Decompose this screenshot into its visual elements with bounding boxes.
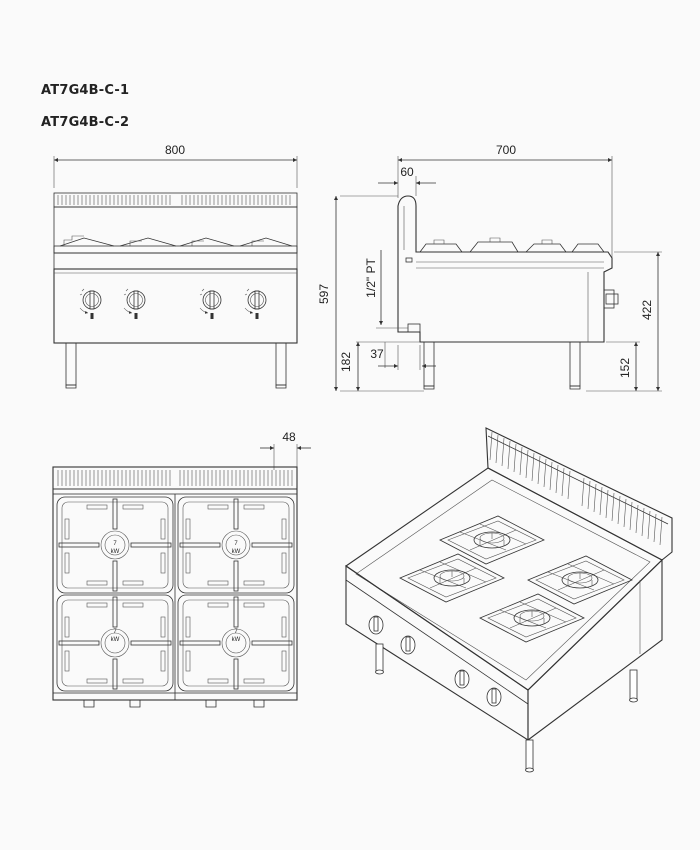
burner-label-2: 7 kW	[232, 541, 241, 555]
dim-body-height: 422	[640, 300, 654, 320]
isometric-view	[345, 427, 673, 773]
svg-text:kW: kW	[232, 549, 241, 555]
svg-text:kW: kW	[232, 637, 241, 643]
svg-text:7: 7	[234, 541, 238, 547]
front-view: 800	[53, 143, 298, 389]
model-code-2: AT7G4B-C-2	[41, 115, 130, 130]
top-view: 48 7 kW 7 kW 7 kW 7 kW	[52, 430, 311, 708]
dim-backsplash-depth: 60	[400, 165, 414, 179]
dim-front-width: 800	[165, 143, 185, 157]
dim-overall-height: 597	[317, 284, 331, 304]
svg-text:7: 7	[234, 629, 238, 635]
dim-gas-offset: 37	[370, 347, 384, 361]
svg-text:7: 7	[113, 629, 117, 635]
burner-label-4: 7 kW	[232, 629, 241, 643]
dim-gas-connection: 1/2" PT	[364, 258, 378, 298]
dim-top-rail: 48	[282, 430, 296, 444]
dim-floor-clearance: 152	[618, 358, 632, 378]
burner-label-1: 7 kW	[111, 541, 120, 555]
svg-text:7: 7	[113, 541, 117, 547]
dim-leg-height: 182	[339, 352, 353, 372]
svg-text:kW: kW	[111, 637, 120, 643]
burner-label-3: 7 kW	[111, 629, 120, 643]
svg-text:kW: kW	[111, 549, 120, 555]
dim-side-depth: 700	[496, 143, 516, 157]
side-view: 700 60 597 1/2" PT	[317, 143, 662, 392]
model-code-1: AT7G4B-C-1	[41, 83, 130, 98]
